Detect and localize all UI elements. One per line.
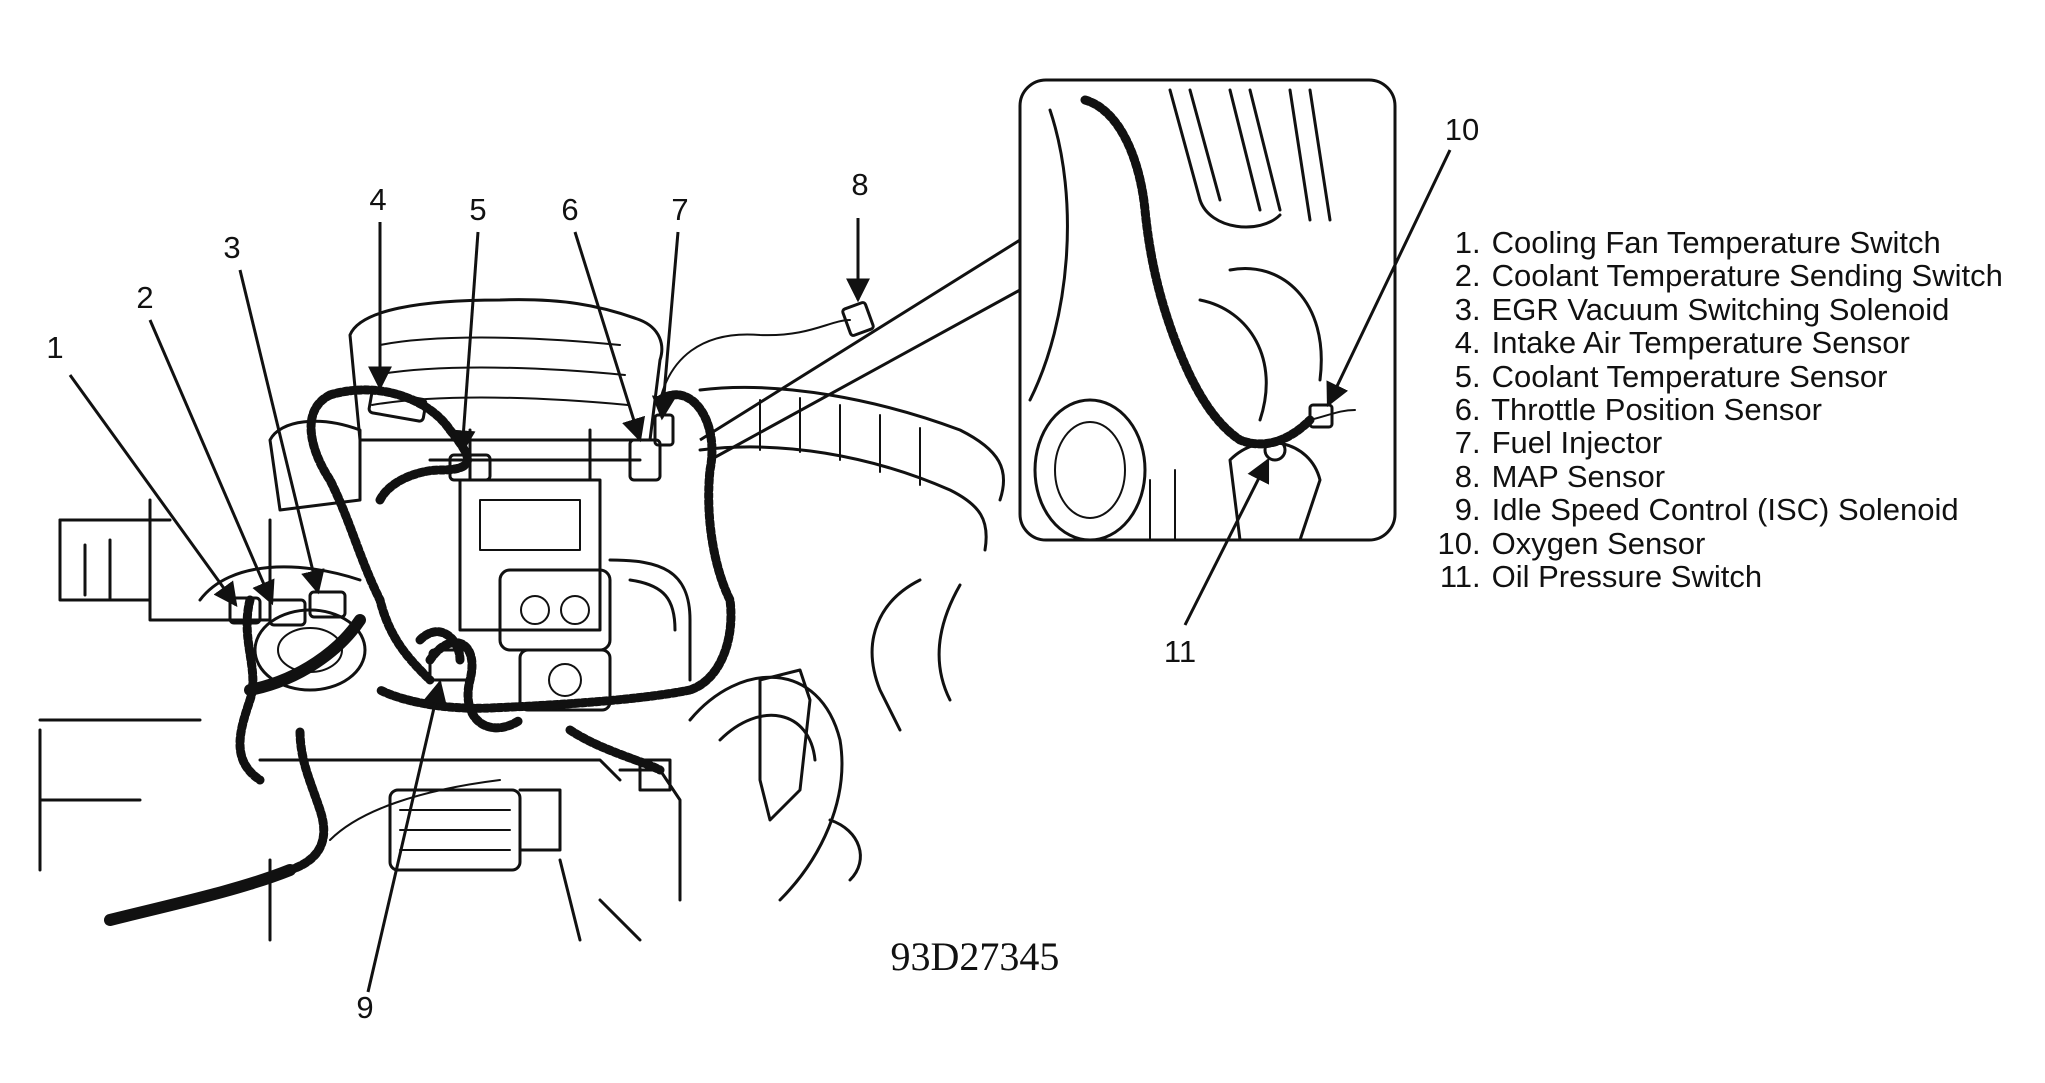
legend-item-separator: . xyxy=(1472,492,1481,528)
callout-5: 5 xyxy=(469,192,486,227)
leader-10 xyxy=(1326,149,1452,408)
legend-item: 1. Cooling Fan Temperature Switch xyxy=(1418,225,2003,260)
legend-item-separator: . xyxy=(1472,525,1481,561)
leader-2 xyxy=(148,319,275,606)
callout-6: 6 xyxy=(561,192,578,227)
leader-6 xyxy=(573,231,646,443)
figure-id: 93D27345 xyxy=(891,934,1060,979)
legend-item: 11. Oil Pressure Switch xyxy=(1418,559,2003,595)
engine-body xyxy=(38,298,1006,942)
legend-item-number: 3 xyxy=(1454,291,1472,327)
wiring-harness xyxy=(104,301,875,926)
legend-item: 7. Fuel Injector xyxy=(1418,425,2003,461)
legend-item-label: Throttle Position Sensor xyxy=(1491,392,1822,428)
legend-item-separator: . xyxy=(1472,458,1481,494)
leader-7 xyxy=(651,231,680,421)
leader-11 xyxy=(1183,457,1270,626)
legend-item-separator: . xyxy=(1472,325,1481,361)
legend-item-separator: . xyxy=(1472,358,1481,394)
leader-9 xyxy=(366,679,447,993)
legend-item-label: Intake Air Temperature Sensor xyxy=(1491,325,1910,361)
legend-item-label: Coolant Temperature Sensor xyxy=(1491,358,1888,394)
callout-8: 8 xyxy=(851,167,868,202)
legend-item-label: EGR Vacuum Switching Solenoid xyxy=(1491,291,1950,327)
callout-1: 1 xyxy=(46,330,63,365)
oxygen-sensor xyxy=(1308,403,1334,429)
legend-item-number: 11 xyxy=(1439,559,1472,595)
legend-item: 10. Oxygen Sensor xyxy=(1418,525,2003,561)
callout-11: 11 xyxy=(1164,634,1196,669)
legend-item-label: Coolant Temperature Sending Switch xyxy=(1491,258,2003,294)
egr-vacuum-switching-solenoid xyxy=(308,590,347,619)
legend-item-separator: . xyxy=(1472,392,1481,428)
coolant-temperature-sensor xyxy=(448,453,492,482)
idle-speed-control-solenoid xyxy=(428,648,472,682)
legend-item-label: MAP Sensor xyxy=(1491,458,1666,494)
callout-leaders xyxy=(68,149,1452,993)
legend-item-number: 9 xyxy=(1454,492,1472,528)
legend-item-label: Oil Pressure Switch xyxy=(1491,559,1763,595)
leader-5 xyxy=(451,231,480,455)
legend-item: 8. MAP Sensor xyxy=(1418,458,2003,494)
legend-item: 4. Intake Air Temperature Sensor xyxy=(1418,325,2003,361)
legend-item-number: 6 xyxy=(1454,392,1472,428)
cooling-fan-temperature-switch xyxy=(228,596,262,625)
legend-item-separator: . xyxy=(1472,225,1481,260)
callout-7: 7 xyxy=(671,192,688,227)
inset-detail-view xyxy=(699,78,1397,542)
legend-item-label: Cooling Fan Temperature Switch xyxy=(1491,225,1941,260)
legend-item-separator: . xyxy=(1472,258,1481,294)
coolant-temperature-sending-switch xyxy=(268,598,307,627)
callout-9: 9 xyxy=(356,990,373,1025)
legend-item-number: 7 xyxy=(1454,425,1472,461)
callout-4: 4 xyxy=(369,182,386,217)
legend-item-number: 5 xyxy=(1454,358,1472,394)
legend-item: 3. EGR Vacuum Switching Solenoid xyxy=(1418,291,2003,327)
oil-pressure-switch xyxy=(1263,438,1287,462)
callout-3: 3 xyxy=(223,230,240,265)
legend-item-number: 2 xyxy=(1454,258,1472,294)
legend-item-number: 4 xyxy=(1454,325,1472,361)
legend-item-label: Idle Speed Control (ISC) Solenoid xyxy=(1491,492,1959,528)
legend-item-separator: . xyxy=(1472,559,1481,595)
callout-numbers: 1 2 3 4 5 6 7 8 9 10 11 xyxy=(46,112,1479,1025)
callout-2: 2 xyxy=(136,280,153,315)
intake-air-temperature-sensor xyxy=(367,389,428,423)
legend-item-separator: . xyxy=(1472,291,1481,327)
legend-item: 9. Idle Speed Control (ISC) Solenoid xyxy=(1418,492,2003,528)
legend-item-label: Fuel Injector xyxy=(1491,425,1663,461)
legend-item-separator: . xyxy=(1472,425,1481,461)
callout-10: 10 xyxy=(1445,112,1479,147)
legend-item-label: Oxygen Sensor xyxy=(1491,525,1706,561)
legend-item-number: 1 xyxy=(1454,225,1472,260)
legend-item-number: 10 xyxy=(1437,525,1472,561)
legend-item-number: 8 xyxy=(1454,458,1472,494)
legend-item: 5. Coolant Temperature Sensor xyxy=(1418,358,2003,394)
legend-item: 2. Coolant Temperature Sending Switch xyxy=(1418,258,2003,294)
legend-item: 6. Throttle Position Sensor xyxy=(1418,392,2003,428)
leader-3 xyxy=(238,269,325,595)
leader-1 xyxy=(68,374,238,607)
